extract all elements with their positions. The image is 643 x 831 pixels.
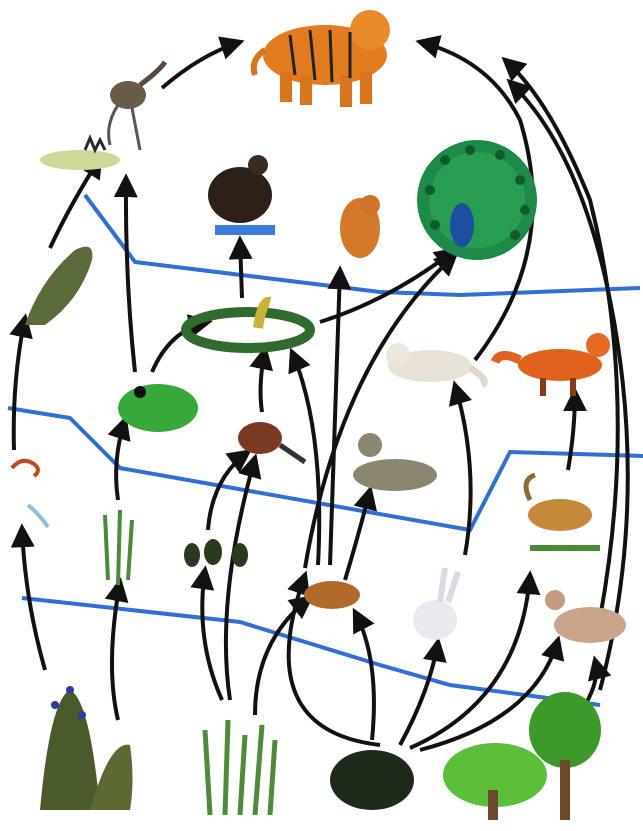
hare-icon xyxy=(413,568,458,640)
arrow-mouse-to-owl xyxy=(330,270,340,565)
arrow-frog-to-heron xyxy=(126,178,135,372)
trophic-level-lines xyxy=(8,195,643,705)
arrow-bush-to-hare xyxy=(400,642,438,745)
eagle-icon xyxy=(208,155,275,235)
ibex-icon xyxy=(526,475,600,551)
arrow-reed-to-frog xyxy=(116,420,125,500)
wild-cat-icon xyxy=(353,433,437,491)
arrow-trees-to-goat xyxy=(585,660,596,705)
tiger-icon xyxy=(254,10,390,107)
arrow-bird-to-snake xyxy=(261,350,265,412)
white-fox-icon xyxy=(386,343,484,385)
reeds-icon xyxy=(205,720,275,815)
arrow-heron-to-tiger xyxy=(162,42,240,88)
frog-icon xyxy=(118,384,198,432)
beetles-icon xyxy=(184,539,248,567)
arrow-bush-to-mouse xyxy=(355,612,374,740)
arrow-snake-to-eagle xyxy=(240,240,242,298)
peacock-icon xyxy=(417,140,537,260)
fish-icon xyxy=(25,247,92,325)
arrow-larva-to-fish xyxy=(14,318,25,450)
mouse-icon xyxy=(304,581,360,609)
arrow-reeds-to-small-bird xyxy=(226,458,255,700)
red-fox-icon xyxy=(495,333,610,396)
arrow-shrub-to-reed xyxy=(112,582,120,720)
arrow-frog-to-snake xyxy=(152,322,208,372)
heron-icon xyxy=(40,62,165,170)
feeding-arrows xyxy=(14,42,628,750)
arrow-reeds-to-mouse xyxy=(255,598,310,715)
arrow-reeds-to-beetles xyxy=(202,570,222,700)
reed-icon xyxy=(105,510,132,585)
goat-icon xyxy=(545,590,626,643)
snake-icon xyxy=(186,302,310,348)
owl-icon xyxy=(340,195,380,258)
arrow-mouse-to-wild-cat xyxy=(345,490,370,580)
bush-icon xyxy=(330,750,414,810)
flowering-shrub-icon xyxy=(40,686,133,810)
insect-larva-icon xyxy=(12,461,48,527)
arrow-mouse-to-peacock xyxy=(305,255,455,568)
arrow-ibex-to-red-fox xyxy=(568,392,575,470)
arrow-bush-to-ibex xyxy=(410,575,530,748)
bird-icon xyxy=(238,422,305,462)
